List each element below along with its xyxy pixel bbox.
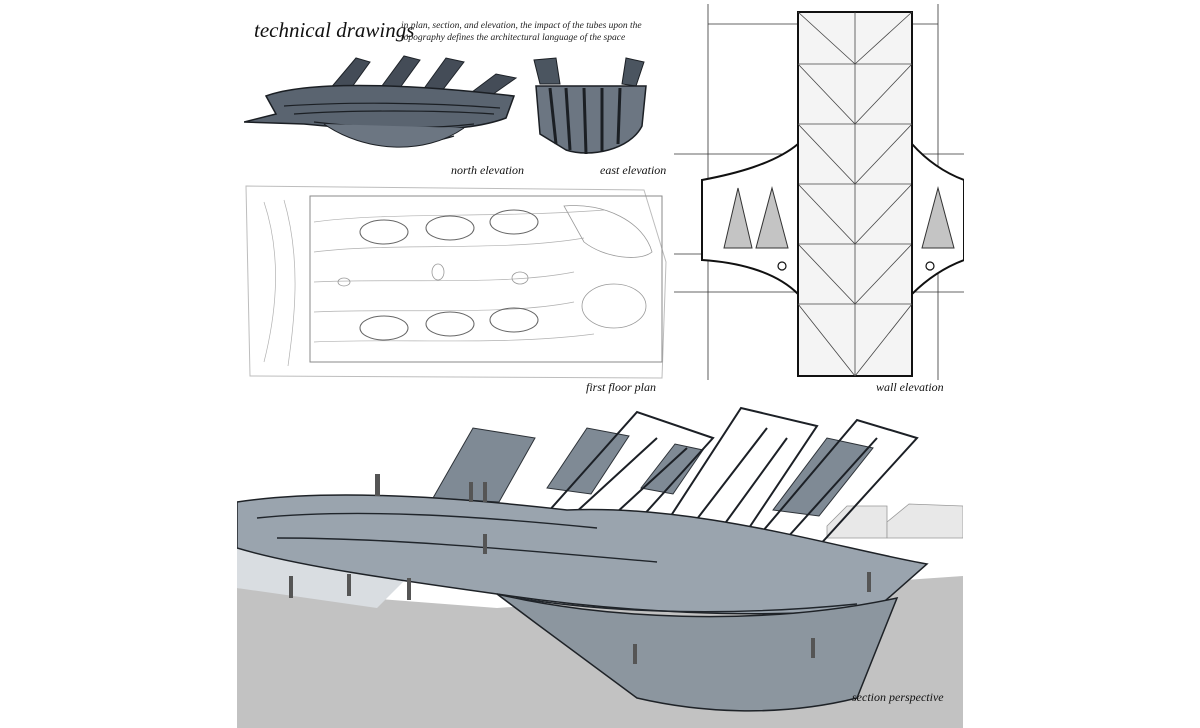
wall-elevation-porthole-left: [777, 261, 787, 271]
first-floor-plan-drawing: [244, 182, 668, 380]
section-interior-lines: [256, 512, 858, 613]
north-elevation-underside: [323, 123, 465, 148]
section-lower-hull: [496, 593, 899, 712]
north-elevation-drawing: [244, 52, 524, 160]
board-title: technical drawings: [254, 18, 415, 42]
north-elevation-body: [244, 84, 516, 131]
wall-elevation-left-wing: [701, 141, 799, 297]
east-elevation-caption: east elevation: [600, 163, 667, 177]
wall-elevation-porthole-right: [925, 261, 935, 271]
section-people: [289, 474, 871, 664]
first-floor-plan-caption: first floor plan: [586, 380, 657, 394]
plan-contours: [263, 199, 605, 367]
wall-elevation-bracing: [797, 11, 913, 377]
plan-building-outline: [309, 195, 663, 363]
east-elevation-stripes: [548, 87, 622, 155]
section-main-body: [237, 494, 929, 615]
section-perspective-caption: section perspective: [852, 690, 944, 704]
plan-organic-voids: [337, 205, 653, 329]
section-perspective-render: [237, 398, 963, 728]
north-elevation-caption: north elevation: [451, 163, 524, 177]
wall-elevation-cones: [723, 186, 955, 249]
wall-elevation-drawing: [674, 4, 964, 380]
plan-site-outline: [245, 185, 667, 379]
section-steel-frames: [506, 406, 919, 579]
wall-elevation-caption: wall elevation: [876, 380, 944, 394]
east-elevation-drawing: [530, 54, 654, 160]
board-subtitle: in plan, section, and elevation, the imp…: [401, 21, 642, 43]
east-elevation-tubes: [533, 57, 645, 87]
section-tube-skylights: [432, 427, 874, 517]
section-background-houses: [826, 503, 963, 539]
plan-tube-openings: [359, 209, 539, 341]
